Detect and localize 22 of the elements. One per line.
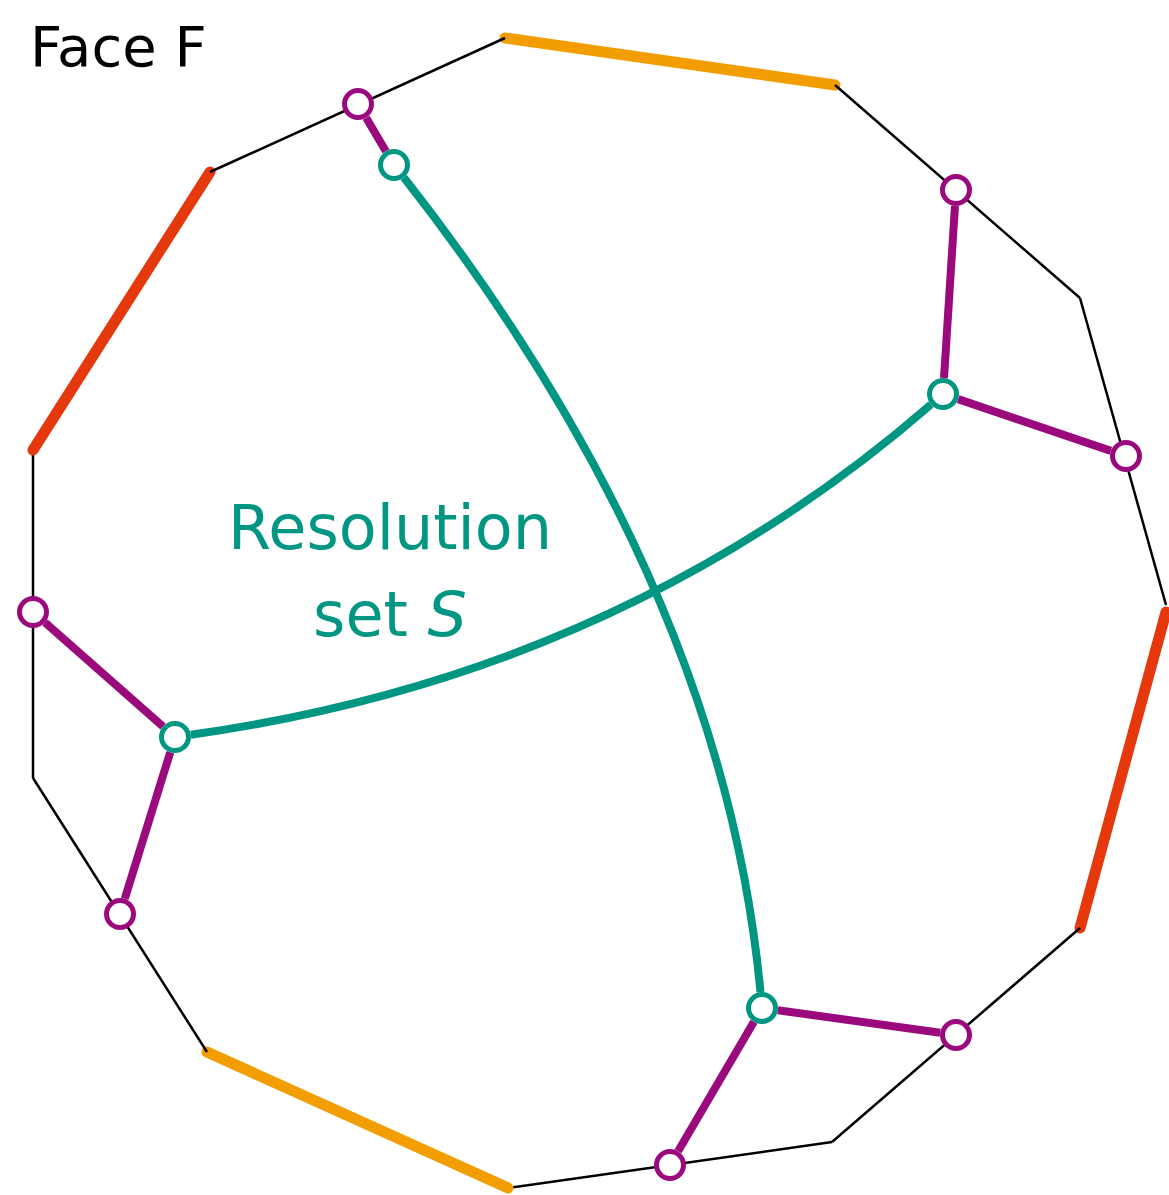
vertex-circle [746, 992, 778, 1024]
curve-line [400, 175, 765, 993]
set-label: Resolution set S [227, 490, 553, 653]
graph-edge [42, 619, 166, 730]
vertex-circle [378, 149, 410, 181]
vertex-circle [17, 596, 49, 628]
face-label: Face F [30, 13, 207, 81]
curve-line [190, 401, 934, 739]
graph-edge [956, 395, 1113, 455]
vertex-circle [342, 88, 374, 120]
graph-edge [777, 1006, 941, 1037]
graph-edge [940, 205, 959, 379]
vertex-circle [104, 898, 136, 930]
vertex-circle [940, 174, 972, 206]
graph-edge [674, 1019, 758, 1154]
vertex-circle [654, 1149, 686, 1181]
graph-edge [120, 751, 175, 900]
vertex-circle [159, 721, 191, 753]
graph-edge [362, 115, 390, 154]
vertex-circle [1110, 440, 1142, 472]
vertex-circle [940, 1019, 972, 1051]
vertex-circle [927, 378, 959, 410]
